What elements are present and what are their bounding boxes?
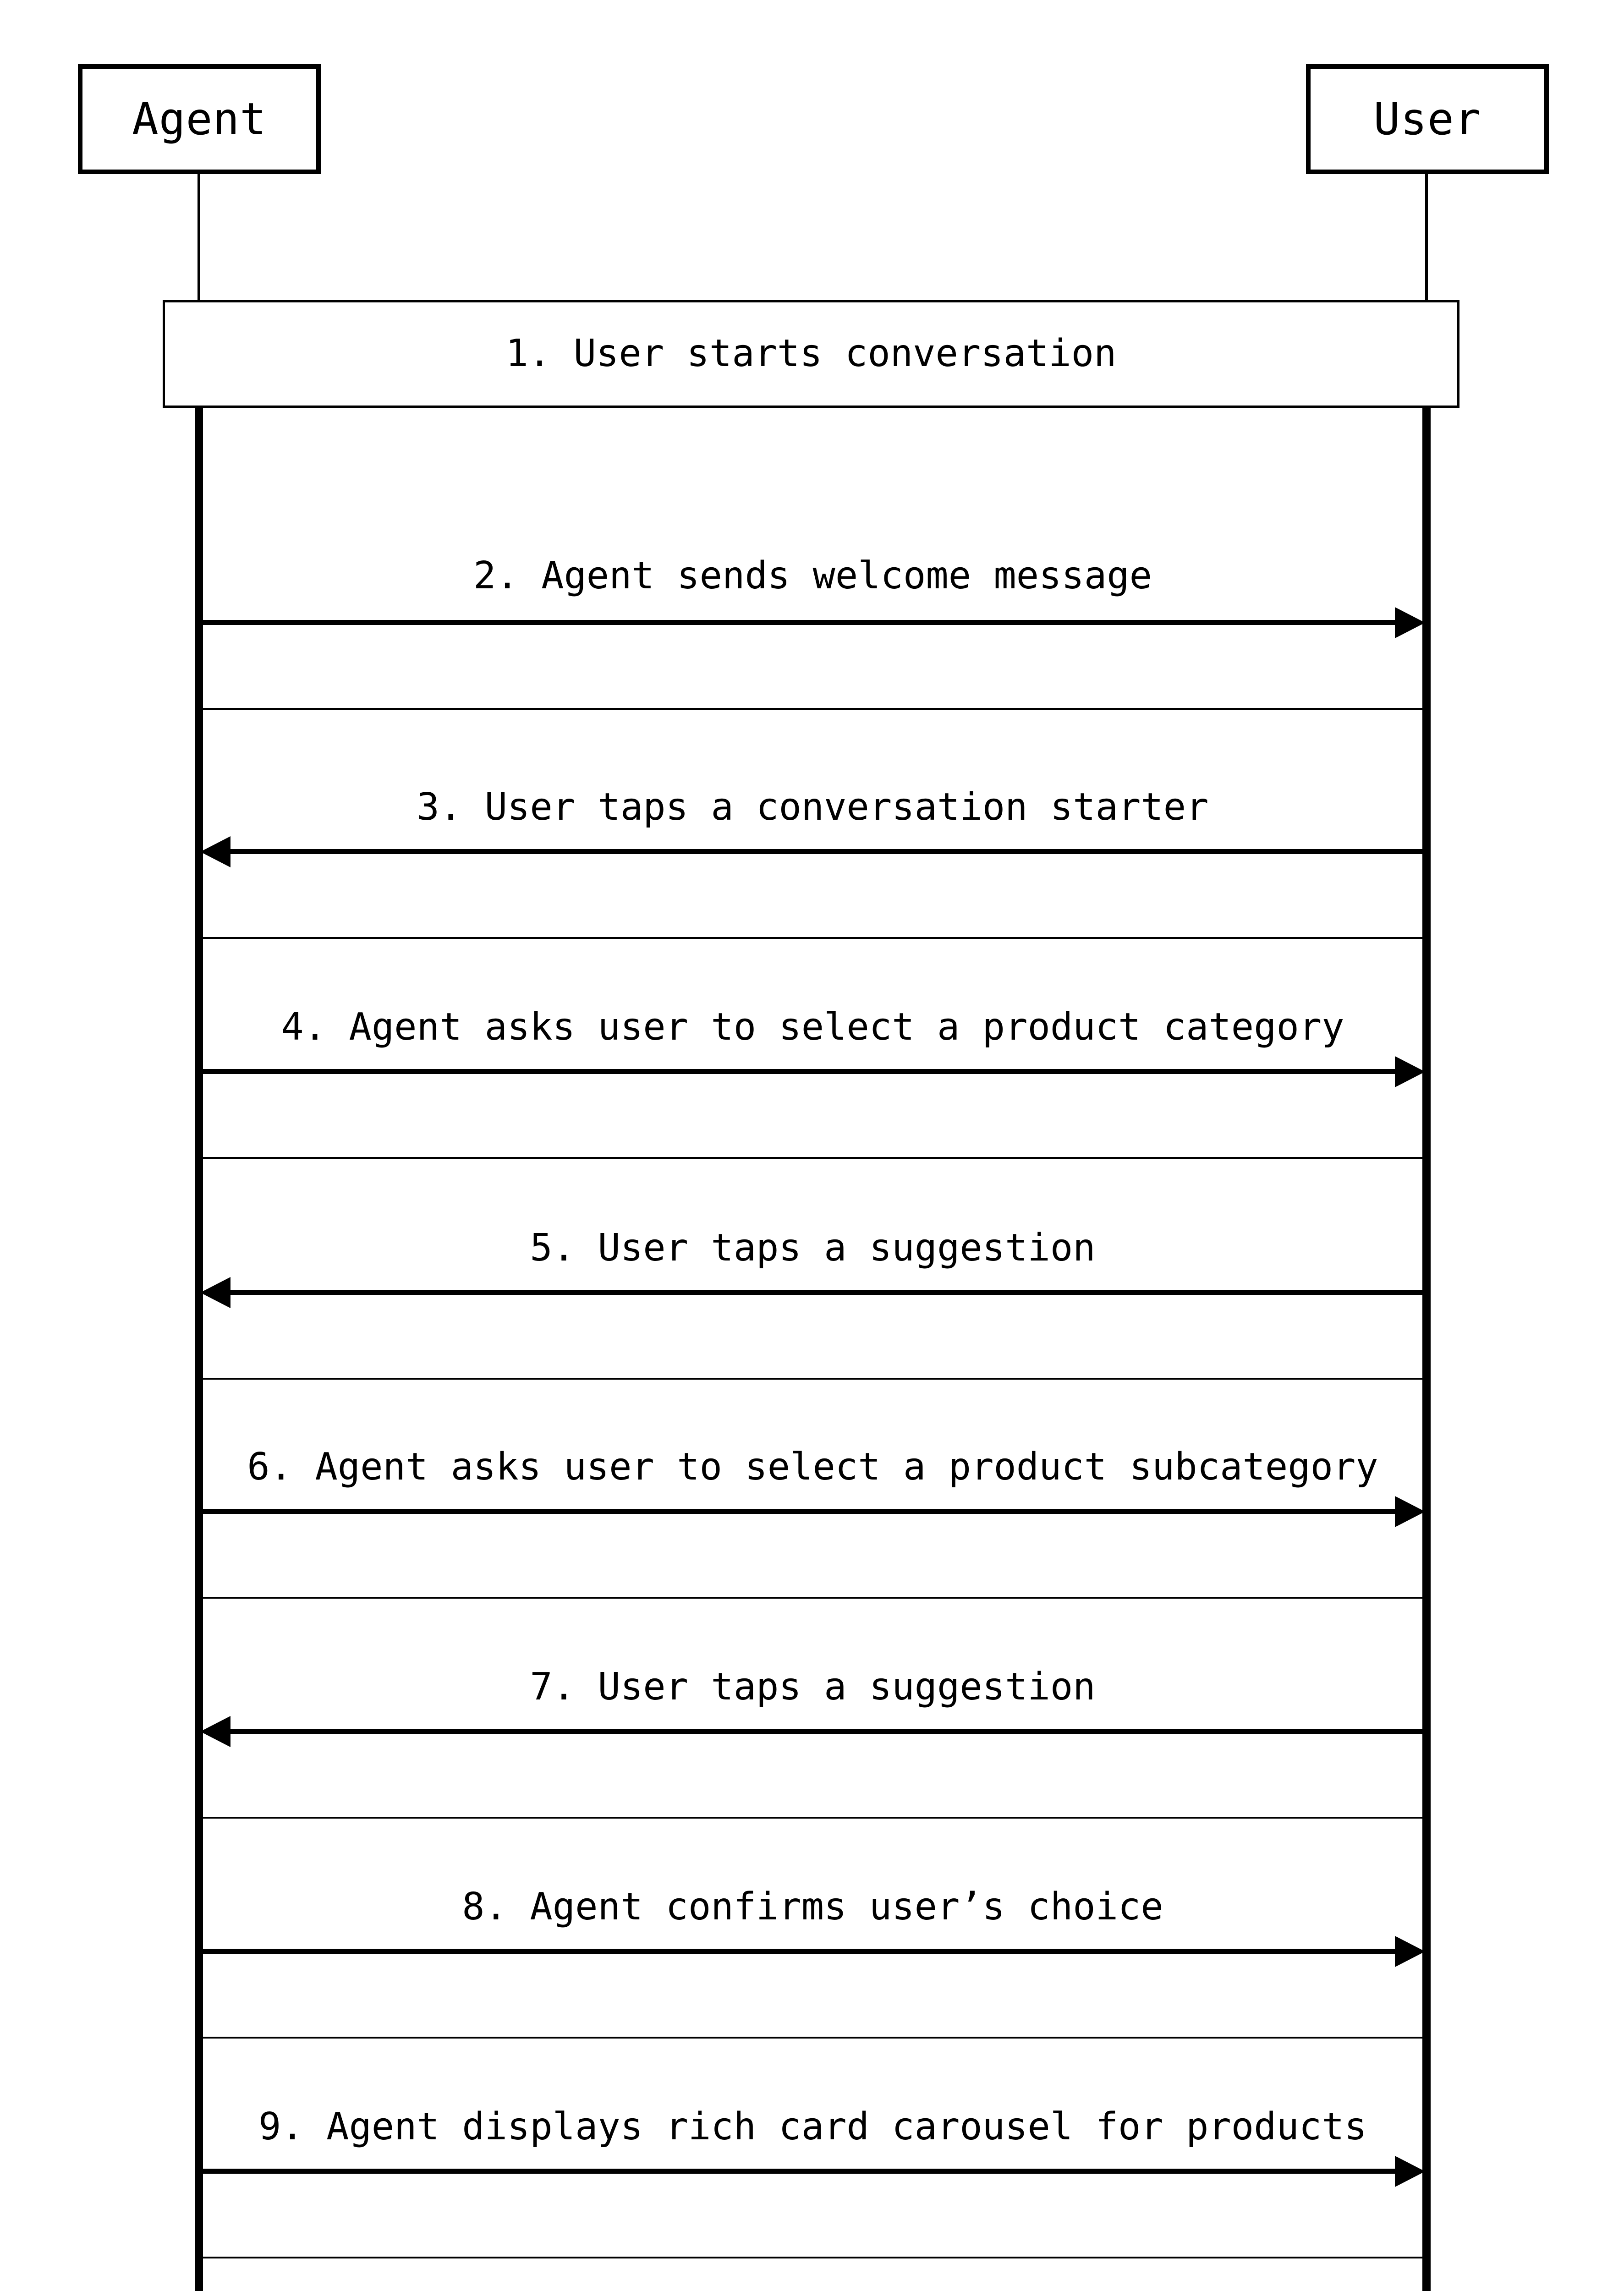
message-arrowhead-9: [1395, 2156, 1425, 2187]
separator-rule-8: [198, 2257, 1426, 2258]
note-step-1[interactable]: 1. User starts conversation: [163, 300, 1459, 408]
message-line-4: [199, 1069, 1395, 1074]
message-line-9: [199, 2169, 1395, 2174]
participant-box-user-top[interactable]: User: [1306, 64, 1549, 174]
separator-rule-7: [198, 2037, 1426, 2039]
message-label-6: 6. Agent asks user to select a product s…: [247, 1445, 1378, 1489]
message-line-5: [230, 1290, 1426, 1295]
participant-label-agent-top: Agent: [132, 93, 267, 145]
message-arrowhead-6: [1395, 1496, 1425, 1527]
separator-rule-5: [198, 1597, 1426, 1599]
message-label-4: 4. Agent asks user to select a product c…: [281, 1005, 1344, 1049]
participant-label-user-top: User: [1373, 93, 1481, 145]
message-label-9: 9. Agent displays rich card carousel for…: [258, 2105, 1367, 2148]
message-label-3: 3. User taps a conversation starter: [417, 785, 1209, 829]
message-line-3: [230, 849, 1426, 854]
activation-bar-agent: [195, 300, 203, 2291]
message-label-5: 5. User taps a suggestion: [530, 1226, 1096, 1270]
message-arrowhead-4: [1395, 1056, 1425, 1087]
message-label-7: 7. User taps a suggestion: [530, 1665, 1096, 1709]
message-arrowhead-7: [200, 1716, 230, 1747]
message-line-7: [230, 1729, 1426, 1734]
message-line-2: [199, 620, 1395, 625]
separator-rule-6: [198, 1817, 1426, 1819]
separator-rule-2: [198, 937, 1426, 939]
message-label-2: 2. Agent sends welcome message: [473, 554, 1152, 597]
message-arrowhead-2: [1395, 607, 1425, 638]
message-label-8: 8. Agent confirms user’s choice: [462, 1885, 1163, 1929]
message-arrowhead-8: [1395, 1936, 1425, 1967]
participant-box-agent-top[interactable]: Agent: [78, 64, 321, 174]
separator-rule-4: [198, 1378, 1426, 1380]
activation-bar-user: [1422, 300, 1431, 2291]
message-arrowhead-3: [200, 836, 230, 867]
separator-rule-3: [198, 1157, 1426, 1159]
message-line-6: [199, 1509, 1395, 1514]
message-arrowhead-5: [200, 1277, 230, 1308]
note-step-1-label: 1. User starts conversation: [505, 332, 1117, 376]
separator-rule-1: [198, 708, 1426, 710]
message-line-8: [199, 1949, 1395, 1954]
